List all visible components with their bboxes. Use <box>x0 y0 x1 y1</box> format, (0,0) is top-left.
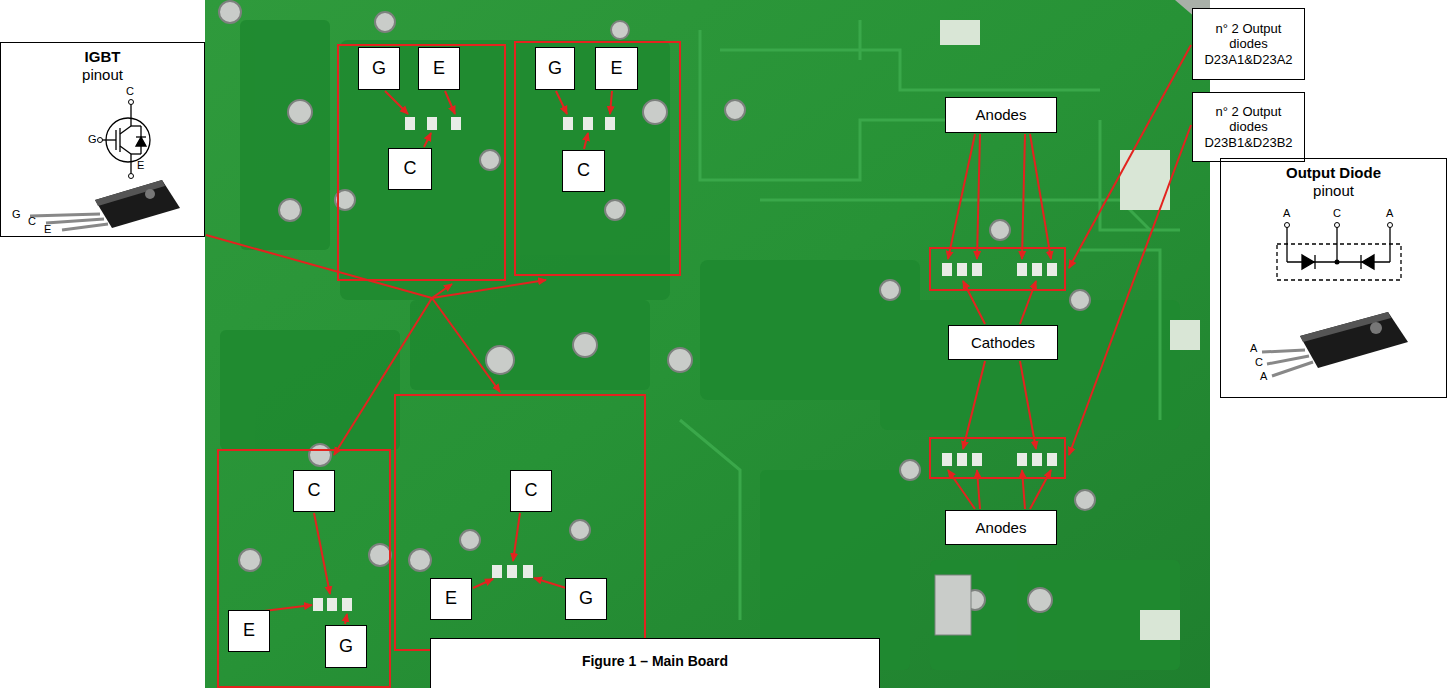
pinout-panel: Output Diodepinout <box>1220 158 1447 398</box>
pin-label: C <box>1333 208 1341 219</box>
diode-pins <box>942 263 1057 466</box>
pin-label: C <box>28 216 36 227</box>
callout-box: E <box>228 610 270 652</box>
igbt-package <box>30 180 180 230</box>
diode-package <box>1262 312 1408 376</box>
terminal-dots <box>1285 223 1393 228</box>
callout-label: Anodes <box>976 519 1027 537</box>
pcb <box>205 0 1210 688</box>
callout-box: n° 2 Output diodes D23A1&D23A2 <box>1192 8 1305 80</box>
bus-bar <box>935 575 971 635</box>
callout-label: G <box>579 588 593 610</box>
pin-label: C <box>1255 357 1263 368</box>
callout-box: G <box>358 47 400 90</box>
callout-box: Cathodes <box>948 325 1058 360</box>
callout-box: G <box>325 625 367 668</box>
callout-line <box>206 235 432 298</box>
callout-label: n° 2 Output diodes D23B1&D23B2 <box>1197 104 1300 151</box>
callout-label: E <box>243 620 255 642</box>
pinout-panel: IGBTpinout <box>0 42 205 237</box>
screws <box>219 1 1095 612</box>
pin-label: A <box>1386 208 1393 219</box>
pin-label: G <box>12 209 21 220</box>
callout-box: C <box>388 148 432 190</box>
panel-title: Output Diode <box>1286 164 1381 182</box>
panel-subtitle: pinout <box>82 66 123 84</box>
callout-box: E <box>418 47 460 90</box>
igbt-pins <box>313 117 615 611</box>
copper-areas <box>220 20 1180 670</box>
callout-box: C <box>293 470 335 512</box>
pin-label: E <box>137 160 144 171</box>
highlight-frames <box>218 42 1065 687</box>
callout-box: E <box>430 578 472 620</box>
pin-label: A <box>1250 343 1257 354</box>
callout-box: G <box>565 578 607 620</box>
pin-label: A <box>1260 371 1267 382</box>
callout-label: Anodes <box>976 106 1027 124</box>
callout-box: Anodes <box>945 510 1057 545</box>
callout-label: E <box>610 58 622 80</box>
callout-box: n° 2 Output diodes D23B1&D23B2 <box>1192 92 1305 162</box>
callout-box: E <box>595 47 638 90</box>
pinout-panel <box>0 42 205 237</box>
callout-box: C <box>562 150 605 192</box>
pin-label: C <box>126 86 134 97</box>
callout-label: G <box>339 636 353 658</box>
callout-box: Anodes <box>945 97 1057 133</box>
traces <box>680 20 1180 620</box>
photo-background <box>205 0 1210 688</box>
terminal-dots <box>98 100 134 179</box>
leader-arrows <box>264 45 1191 624</box>
callout-label: E <box>445 588 457 610</box>
pin-label: G <box>88 134 97 145</box>
component-pads <box>940 20 1200 640</box>
callout-label: Cathodes <box>971 334 1035 352</box>
diode-symbol <box>1277 227 1401 280</box>
panel-subtitle: pinout <box>1313 182 1354 200</box>
callout-label: C <box>577 160 590 182</box>
callout-label: C <box>404 158 417 180</box>
callout-label: n° 2 Output diodes D23A1&D23A2 <box>1197 21 1300 68</box>
callout-box: C <box>510 470 552 512</box>
pin-label: A <box>1283 208 1290 219</box>
callout-box: G <box>535 47 575 90</box>
panel-title: IGBT <box>85 48 121 66</box>
pinout-panel <box>1220 158 1447 398</box>
callout-label: C <box>308 480 321 502</box>
callout-label: E <box>433 58 445 80</box>
callout-label: C <box>525 480 538 502</box>
igbt-symbol <box>102 104 150 174</box>
figure-caption: Figure 1 – Main Board <box>430 638 880 688</box>
callout-label: G <box>548 58 562 80</box>
junction-dot <box>1335 260 1340 265</box>
callout-label: G <box>372 58 386 80</box>
pin-label: E <box>44 224 51 235</box>
